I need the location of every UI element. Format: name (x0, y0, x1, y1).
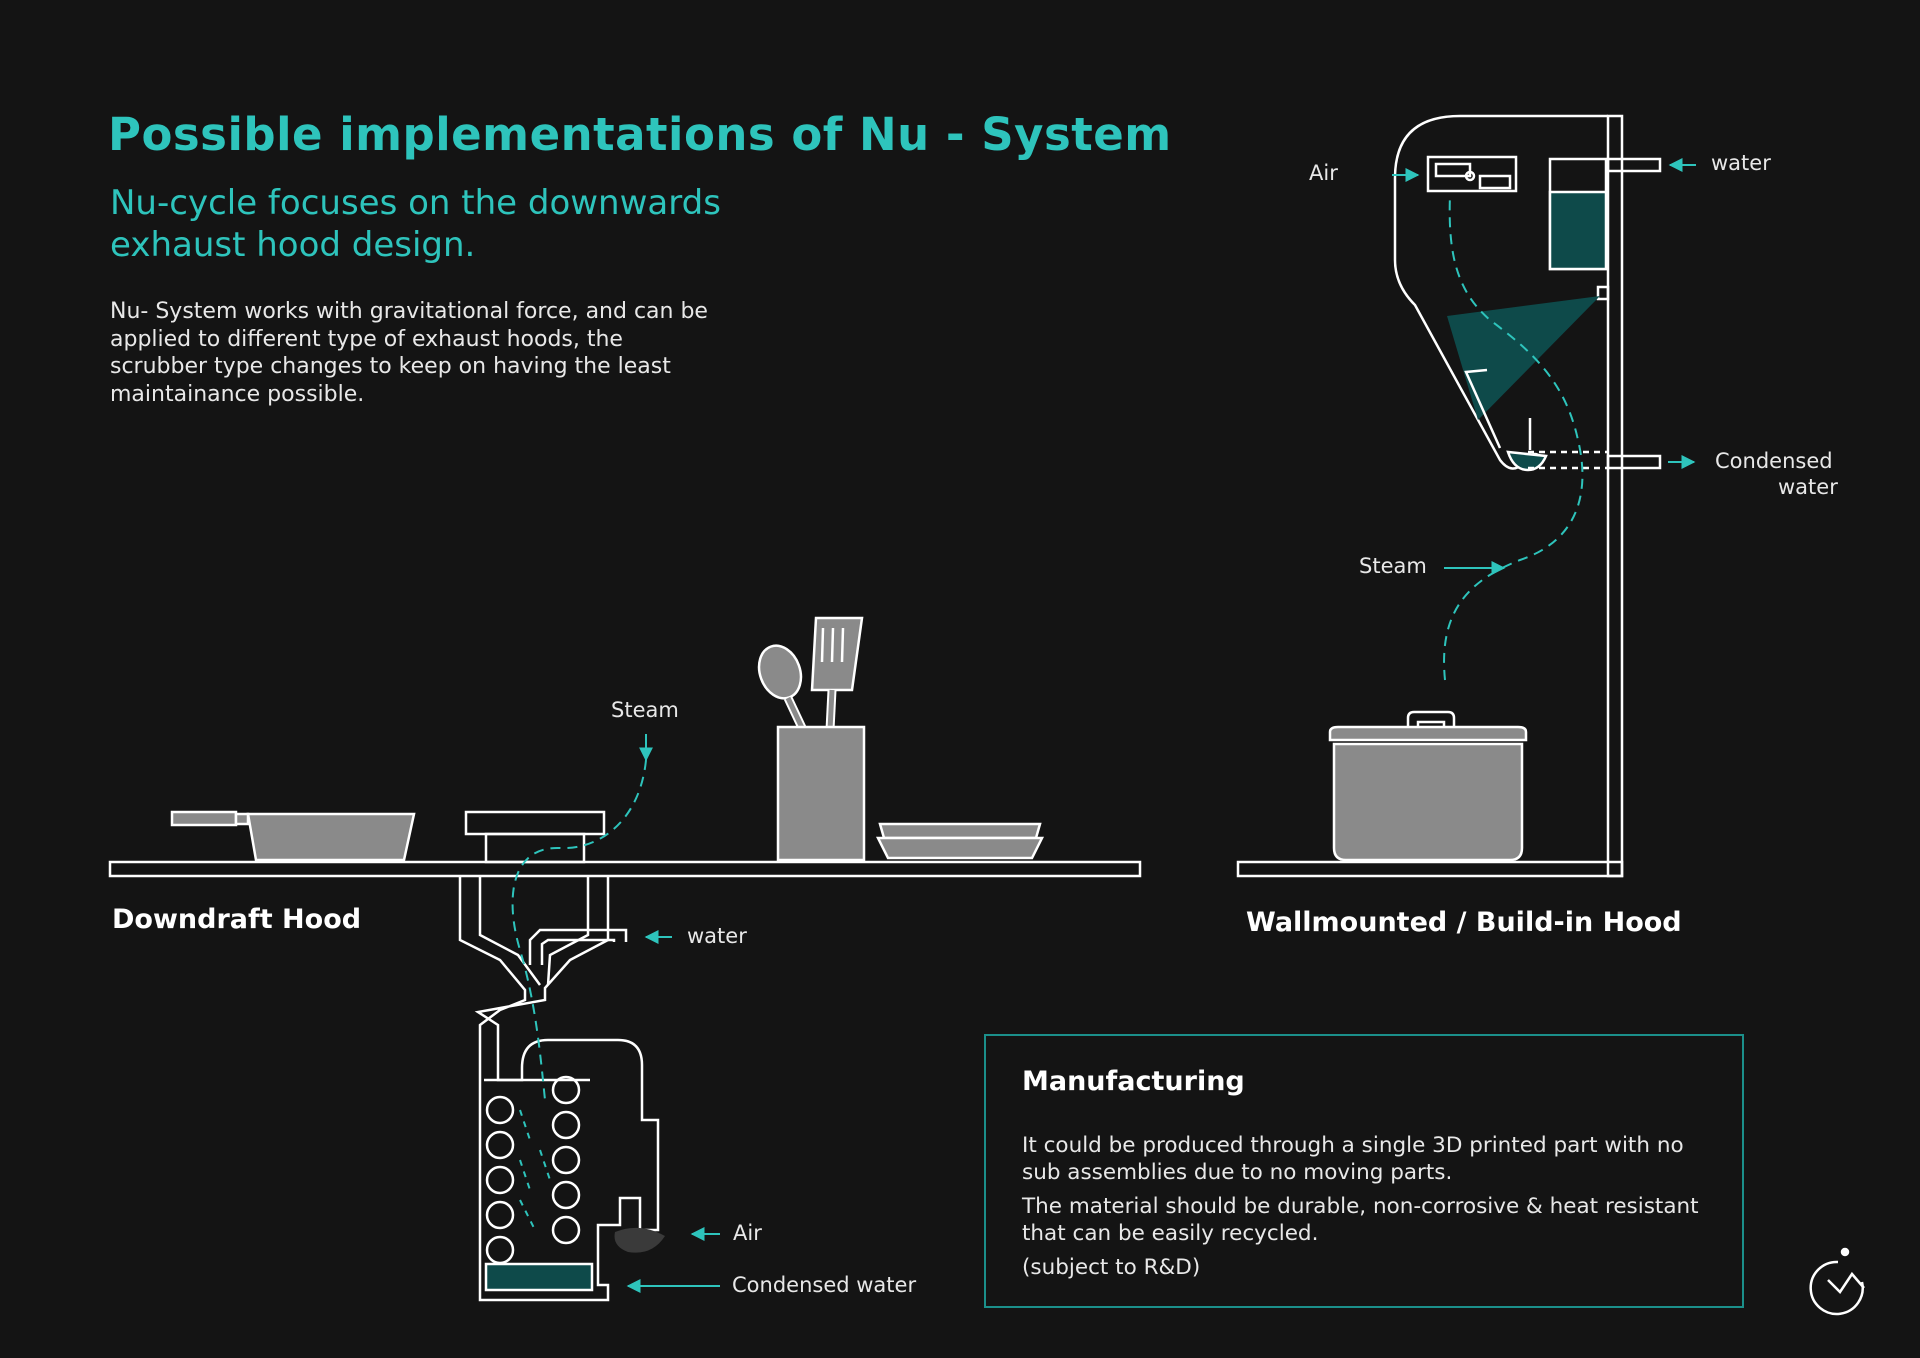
wall-steam-label: Steam (1359, 554, 1427, 578)
water-tank-fill (1548, 190, 1608, 271)
utensil-holder-icon (757, 616, 866, 862)
downdraft-hood-diagram (108, 616, 1142, 1302)
wallmounted-hood-diagram (1236, 114, 1696, 878)
manufacturing-title: Manufacturing (1022, 1066, 1245, 1097)
exhaust-smoke (614, 1227, 665, 1253)
wallmounted-hood-title: Wallmounted / Build-in Hood (1246, 907, 1682, 938)
steam-path-wall (1443, 194, 1584, 681)
nu-logo-icon (1809, 1247, 1865, 1316)
page-title: Possible implementations of Nu - System (108, 108, 1172, 161)
plates-icon (875, 822, 1045, 860)
manufacturing-paragraph-2: The material should be durable, non-corr… (1022, 1194, 1699, 1246)
page-subtitle: Nu-cycle focuses on the downwards exhaus… (110, 183, 721, 265)
cooking-pot-icon (1328, 710, 1528, 862)
downdraft-condensed-label: Condensed water (732, 1273, 917, 1297)
scrubber-bubbles (484, 1075, 590, 1265)
manufacturing-paragraph-1: It could be produced through a single 3D… (1022, 1133, 1684, 1185)
countertop-right (1236, 860, 1624, 878)
downdraft-steam-label: Steam (611, 698, 679, 722)
water-spray-cone (1447, 296, 1600, 420)
condensed-water-tank (484, 1262, 594, 1292)
downdraft-water-label: water (687, 924, 747, 948)
description-text: Nu- System works with gravitational forc… (110, 299, 708, 407)
wall-air-label: Air (1309, 161, 1338, 185)
wall-water-label: water (1711, 151, 1771, 175)
wall-condensed-label-2: water (1778, 475, 1838, 499)
downdraft-air-label: Air (733, 1221, 762, 1245)
downdraft-vent-cap (464, 810, 606, 836)
steam-path (511, 759, 647, 1101)
wall-condensed-label-1: Condensed (1715, 449, 1833, 473)
countertop-left (108, 860, 1142, 878)
downdraft-hood-title: Downdraft Hood (112, 904, 362, 935)
manufacturing-paragraph-3: (subject to R&D) (1022, 1255, 1201, 1280)
frying-pan-icon (170, 810, 416, 862)
manufacturing-box: Manufacturing It could be produced throu… (984, 1034, 1744, 1308)
